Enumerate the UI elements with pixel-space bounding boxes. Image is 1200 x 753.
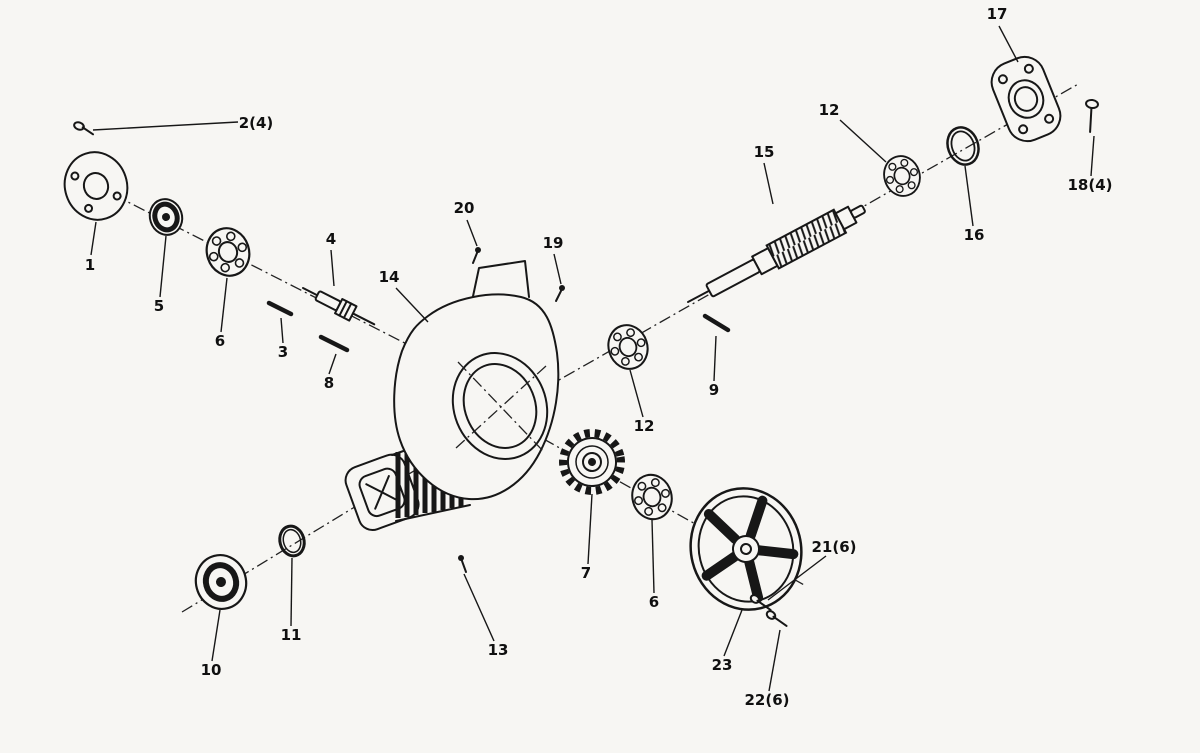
part-22-wheel-washer-screw xyxy=(765,610,788,627)
leader-line xyxy=(651,519,655,594)
callout-12-center: 12 xyxy=(634,417,655,435)
callout-16: 16 xyxy=(964,226,985,244)
callout-13: 13 xyxy=(488,641,509,659)
part-23-wheel-flange xyxy=(689,487,803,611)
center-axes xyxy=(74,82,1081,613)
part-14-gear-housing xyxy=(344,260,560,532)
leader-line xyxy=(159,235,167,298)
callout-14: 14 xyxy=(379,268,400,286)
leader-line xyxy=(328,353,337,375)
leader-line xyxy=(998,25,1019,63)
part-10-lower-bearing xyxy=(194,554,248,610)
leader-line xyxy=(220,277,228,333)
leader-line xyxy=(964,165,974,227)
housing-top-tab xyxy=(471,260,530,302)
leader-line xyxy=(587,493,593,565)
callout-11: 11 xyxy=(281,626,302,644)
callout-1: 1 xyxy=(85,256,95,274)
leader-line xyxy=(290,557,293,627)
part-4-pinion-shaft xyxy=(302,287,376,326)
part-6-ball-bearing-front xyxy=(199,221,257,283)
leader-line xyxy=(553,253,562,285)
part-19-set-screw xyxy=(555,285,565,302)
callout-21: 21(6) xyxy=(811,538,856,556)
leader-line xyxy=(763,162,774,205)
leader-line xyxy=(629,369,644,418)
callout-7: 7 xyxy=(581,564,591,582)
housing-opening-inner xyxy=(462,363,538,449)
leader-line xyxy=(330,249,335,287)
leader-line xyxy=(1090,135,1095,177)
leader-line xyxy=(839,119,887,163)
part-8-roll-pin xyxy=(318,334,350,353)
part-20-set-screw xyxy=(472,247,481,264)
part-12-ball-bearing-rear xyxy=(878,150,926,202)
callout-2: 2(4) xyxy=(239,114,274,132)
leader-line xyxy=(767,555,827,601)
callout-9: 9 xyxy=(709,381,719,399)
housing-cross-axis xyxy=(455,361,547,453)
part-18-end-plate-screw xyxy=(1085,98,1099,134)
part-15-armature-shaft xyxy=(687,204,866,303)
leader-lines xyxy=(90,25,1095,692)
leader-line xyxy=(395,287,429,323)
callout-15: 15 xyxy=(754,143,775,161)
part-13-housing-screw xyxy=(458,555,467,573)
callout-17: 17 xyxy=(987,5,1008,23)
callout-8: 8 xyxy=(324,374,334,392)
callout-3: 3 xyxy=(278,343,288,361)
part-1-end-flange xyxy=(63,151,129,221)
leader-line xyxy=(90,221,97,256)
leader-line xyxy=(768,629,781,692)
leader-line xyxy=(463,573,495,642)
part-5-small-bearing xyxy=(148,198,184,236)
callout-22: 22(6) xyxy=(744,691,789,709)
center-axis-line xyxy=(544,82,1081,389)
callout-4: 4 xyxy=(326,230,336,248)
callout-6-front: 6 xyxy=(215,332,225,350)
callout-19: 19 xyxy=(543,234,564,252)
callout-23: 23 xyxy=(712,656,733,674)
part-9-drive-pin xyxy=(702,313,731,333)
part-6-ball-bearing-output xyxy=(626,469,678,525)
leader-line xyxy=(211,609,221,662)
callout-labels: 2(4) 1 5 6 3 4 8 14 20 19 12 9 15 12 16 … xyxy=(85,5,1113,709)
callout-18: 18(4) xyxy=(1067,176,1112,194)
part-7-spur-gear xyxy=(559,429,625,495)
callout-12-rear: 12 xyxy=(819,101,840,119)
callout-10: 10 xyxy=(201,661,222,679)
part-2-flange-screw xyxy=(73,121,95,136)
part-11-o-ring xyxy=(278,524,306,558)
leader-line xyxy=(92,121,239,131)
leader-line xyxy=(280,317,284,344)
leader-line xyxy=(466,219,478,247)
callout-20: 20 xyxy=(454,199,475,217)
callout-5: 5 xyxy=(154,297,164,315)
part-16-o-ring xyxy=(946,126,980,166)
leader-line xyxy=(723,609,743,657)
motor-end-cap xyxy=(344,453,420,532)
callout-6-output: 6 xyxy=(649,593,659,611)
part-17-end-plate xyxy=(990,55,1062,143)
part-21-wheel-screw xyxy=(749,594,772,611)
part-3-key-pin xyxy=(266,300,294,317)
leader-line xyxy=(713,335,717,382)
part-12-ball-bearing-center xyxy=(601,319,655,375)
